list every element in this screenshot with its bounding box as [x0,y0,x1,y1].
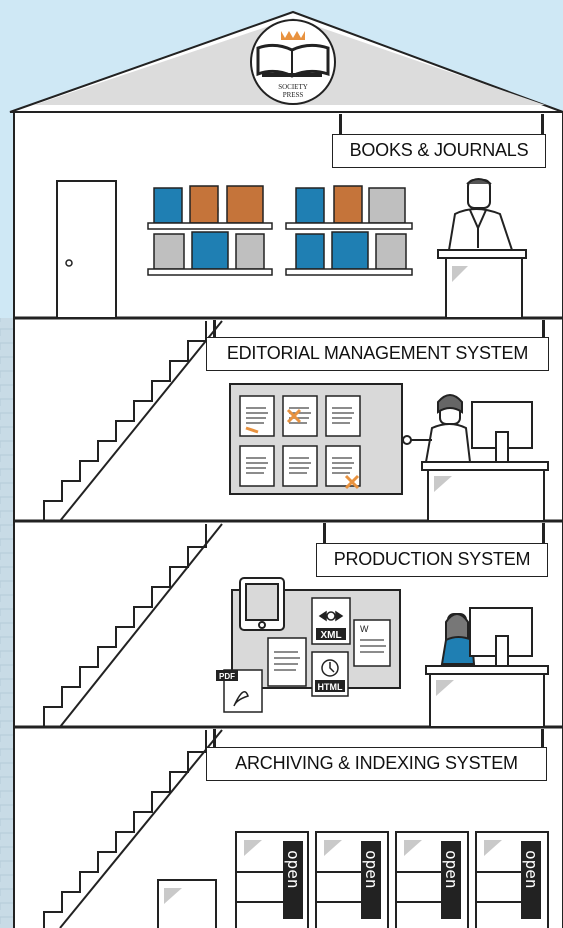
floor-sign-production: PRODUCTION SYSTEM [316,543,548,577]
manuscript-doc [325,395,361,437]
server-open-label: open [284,850,303,889]
word-file-icon: W [353,619,391,667]
door-knob [65,259,73,267]
server-rack [475,831,549,928]
publisher-figure [447,178,514,251]
sign-hanger [213,320,216,340]
staircase-4 [43,729,223,928]
word-label: W [360,624,369,634]
floor-sign-archiving-indexing: ARCHIVING & INDEXING SYSTEM [206,747,547,781]
sign-hanger [323,523,326,545]
bookshelf-left [147,185,273,276]
manuscript-grid [239,395,361,490]
editor-figure [402,394,472,463]
server-open-label: open [362,850,381,889]
sign-hanger [339,114,342,136]
sign-hanger [213,729,216,749]
xml-file-icon: XML [311,597,351,645]
html-label: HTML [318,682,343,692]
production-figure [440,613,476,665]
manuscript-doc [239,395,275,437]
edit-mark-icon [245,426,259,434]
logo-text-line1: SOCIETY [278,83,308,91]
logo-text-line2: PRESS [283,91,304,99]
staircase-3 [43,523,223,728]
reject-mark-icon [344,474,360,490]
side-brick-wall [0,318,14,928]
xml-label: XML [320,630,341,641]
crown-icon [281,31,305,40]
server-open-label: open [442,850,461,889]
manuscript-doc [239,445,275,487]
server-rack [235,831,309,928]
door [56,180,117,319]
sign-hanger [542,523,545,545]
editor-desk [421,401,549,522]
manuscript-doc [282,395,318,437]
floor-sign-books-journals: BOOKS & JOURNALS [332,134,546,168]
pdf-file-icon: PDF [216,669,263,713]
server-rack [315,831,389,928]
floor-sign-editorial-management: EDITORIAL MANAGEMENT SYSTEM [206,337,549,371]
sign-hanger [541,729,544,749]
html-file-icon: HTML [311,651,349,697]
manuscript-doc [282,445,318,487]
pdf-label: PDF [219,672,235,681]
text-document-icon [267,637,307,687]
bookshelf-right [285,185,413,276]
server-open-label: open [522,850,541,889]
society-press-logo: SOCIETY PRESS [250,19,336,105]
archive-desk [157,879,217,928]
production-desk [425,607,549,728]
staircase-2 [43,320,223,522]
lectern [437,249,527,319]
reject-mark-icon [286,408,302,424]
sign-hanger [541,114,544,136]
tablet-icon [239,577,285,631]
sign-hanger [542,320,545,340]
server-rack [395,831,469,928]
